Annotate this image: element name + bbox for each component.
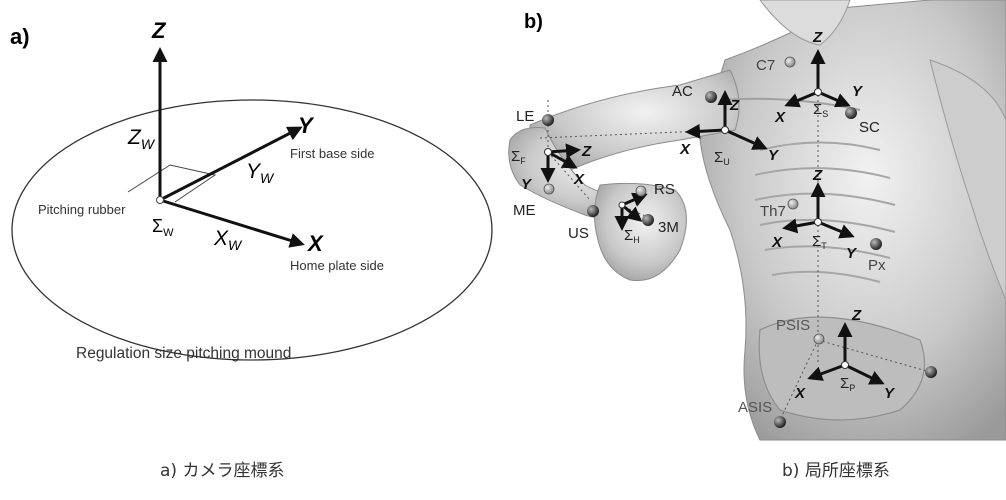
panel-a: a) Z Y X ZW YW XW First base side Home p…: [10, 18, 492, 362]
home-plate-label: Home plate side: [290, 258, 384, 273]
svg-text:Z: Z: [729, 97, 740, 114]
panel-a-label: a): [10, 24, 30, 49]
marker-th7: [788, 199, 798, 209]
xw-label: XW: [213, 227, 243, 253]
y-axis-arrow: [160, 128, 300, 200]
svg-text:X: X: [679, 141, 691, 158]
svg-text:X: X: [794, 385, 806, 402]
label-c7: C7: [756, 57, 775, 74]
label-sc: SC: [859, 119, 880, 136]
marker-us: [587, 205, 599, 217]
panel-b: b): [509, 0, 1006, 440]
marker-sc: [845, 107, 857, 119]
label-px: Px: [868, 257, 886, 274]
marker-asis: [774, 416, 786, 428]
marker-px: [870, 238, 882, 250]
marker-me: [544, 184, 554, 194]
yw-label: YW: [246, 160, 275, 186]
marker-psis: [814, 334, 824, 344]
origin-point: [157, 197, 164, 204]
label-le: LE: [516, 108, 534, 125]
label-us: US: [568, 225, 589, 242]
first-base-label: First base side: [290, 146, 375, 161]
axis-z-label: Z: [151, 18, 167, 43]
svg-text:X: X: [774, 109, 786, 126]
marker-3m: [642, 214, 654, 226]
panel-b-label: b): [524, 11, 543, 33]
mound-caption: Regulation size pitching mound: [76, 345, 291, 362]
marker-ac: [705, 91, 717, 103]
zw-label: ZW: [127, 126, 156, 152]
caption-b: b) 局所座標系: [782, 456, 890, 481]
pitching-rubber-label: Pitching rubber: [38, 202, 126, 217]
marker-c7: [785, 57, 795, 67]
svg-text:X: X: [771, 234, 783, 251]
marker-rs: [636, 186, 646, 196]
label-me: ME: [513, 202, 536, 219]
label-th7: Th7: [760, 203, 786, 220]
rubber-outline: [128, 165, 215, 202]
marker-le: [542, 114, 554, 126]
label-3m: 3M: [658, 219, 679, 236]
svg-text:Z: Z: [812, 29, 823, 46]
svg-text:Z: Z: [812, 167, 823, 184]
label-psis: PSIS: [776, 317, 810, 334]
svg-text:Z: Z: [851, 307, 862, 324]
axis-x-label: X: [306, 231, 324, 256]
axis-y-label: Y: [298, 113, 315, 138]
label-rs: RS: [654, 181, 675, 198]
caption-a: a) カメラ座標系: [160, 456, 284, 481]
label-ac: AC: [672, 83, 693, 100]
svg-text:X: X: [573, 171, 585, 188]
marker-asis-right: [925, 366, 937, 378]
svg-text:Z: Z: [581, 143, 592, 160]
sigma-w-label: ΣW: [152, 216, 174, 239]
label-asis: ASIS: [738, 399, 772, 416]
